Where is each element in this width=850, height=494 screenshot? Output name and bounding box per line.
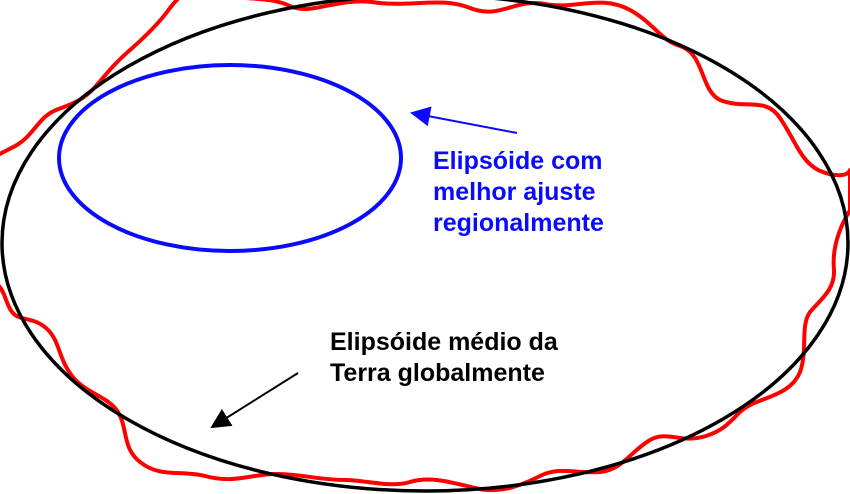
global-ellipsoid-label: Elipsóide médio da Terra globalmente bbox=[330, 327, 558, 389]
regional-label-line-1: Elipsóide com bbox=[433, 147, 603, 175]
global-label-line-2: Terra globalmente bbox=[330, 359, 545, 387]
regional-arrow bbox=[410, 106, 518, 134]
regional-ellipsoid-label: Elipsóide com melhor ajuste regionalment… bbox=[433, 146, 604, 239]
global-label-line-1: Elipsóide médio da bbox=[330, 328, 558, 356]
regional-label-line-2: melhor ajuste bbox=[433, 178, 596, 206]
global-arrow bbox=[210, 372, 299, 429]
regional-label-line-3: regionalmente bbox=[433, 209, 604, 237]
regional-ellipsoid bbox=[57, 63, 403, 253]
